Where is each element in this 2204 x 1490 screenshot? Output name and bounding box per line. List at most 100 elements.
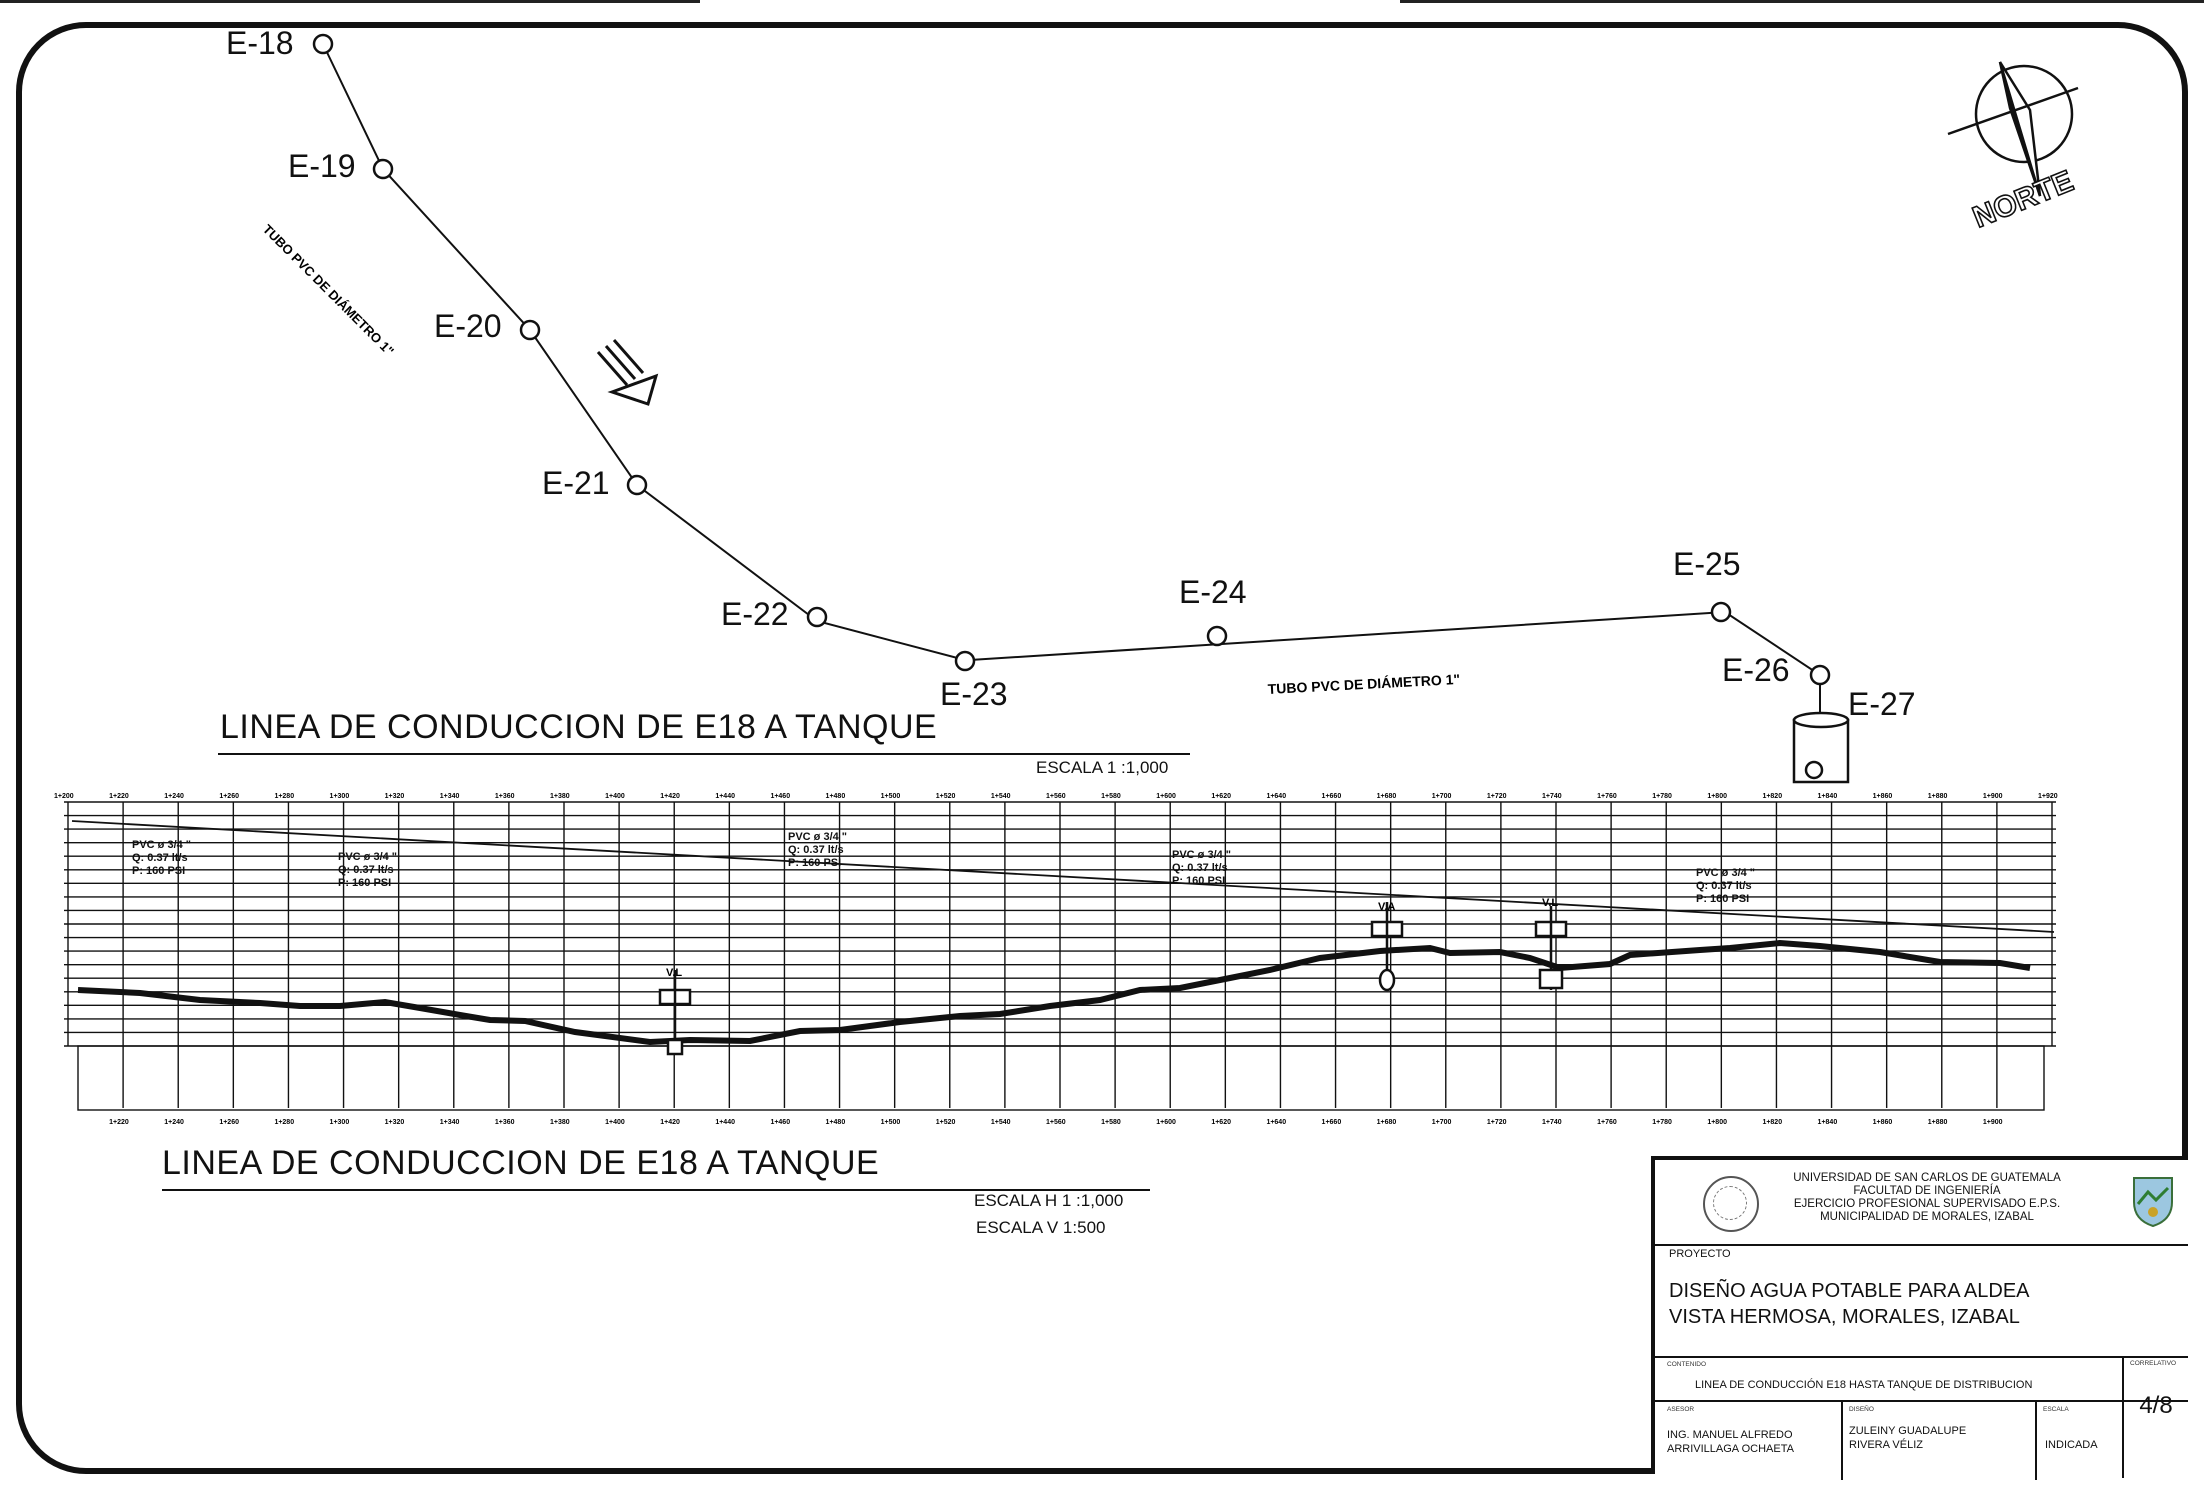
chainage-bottom-label: 1+520 <box>936 1119 956 1126</box>
chainage-top-label: 1+420 <box>660 793 680 800</box>
chainage-bottom-label: 1+300 <box>330 1119 350 1126</box>
pipe-note-diagonal: TUBO PVC DE DIÁMETRO 1" <box>260 222 397 359</box>
flow-arrow-icon <box>596 339 659 406</box>
chainage-bottom-label: 1+560 <box>1046 1119 1066 1126</box>
svg-text:PVC ø 3/4 ": PVC ø 3/4 " <box>1696 867 1755 879</box>
chainage-bottom-label: 1+460 <box>770 1119 790 1126</box>
chainage-top-label: 1+840 <box>1818 793 1838 800</box>
plan-scale: ESCALA 1 :1,000 <box>1036 758 1168 777</box>
chainage-bottom-label: 1+320 <box>385 1119 405 1126</box>
sheet-caption: CORRELATIVO <box>2130 1360 2177 1367</box>
chainage-top-label: 1+480 <box>826 793 846 800</box>
top-border-right <box>1400 0 2204 3</box>
chainage-top-label: 1+680 <box>1377 793 1397 800</box>
chainage-top-label: 1+240 <box>164 793 184 800</box>
drawing-sheet-frame <box>16 22 2188 1474</box>
station-marker-e25 <box>1710 601 1732 623</box>
university-seal-icon <box>1703 1176 1759 1232</box>
chainage-bottom-label: 1+280 <box>274 1119 294 1126</box>
chainage-bottom-label: 1+780 <box>1652 1119 1672 1126</box>
north-label: NORTE <box>1968 165 2078 235</box>
valve-icon-1 <box>658 970 692 1056</box>
chainage-bottom-label: 1+400 <box>605 1119 625 1126</box>
chainage-bottom-label: 1+600 <box>1156 1119 1176 1126</box>
chainage-top-label: 1+620 <box>1211 793 1231 800</box>
content-row: CONTENIDO LINEA DE CONDUCCIÓN E18 HASTA … <box>1655 1356 2188 1402</box>
valve-label-vl-2: V.L <box>1542 897 1558 909</box>
chainage-top-label: 1+360 <box>495 793 515 800</box>
svg-text:Q: 0.37 lt/s: Q: 0.37 lt/s <box>1172 862 1228 874</box>
profile-scale-h: ESCALA H 1 :1,000 <box>974 1191 1123 1210</box>
plan-title: LINEA DE CONDUCCION DE E18 A TANQUE <box>220 708 937 746</box>
chainage-top-label: 1+740 <box>1542 793 1562 800</box>
chainage-top-label: 1+340 <box>440 793 460 800</box>
chainage-top-label: 1+400 <box>605 793 625 800</box>
pipe-note-horizontal: TUBO PVC DE DIÁMETRO 1" <box>1267 671 1460 697</box>
station-marker-e21 <box>626 474 648 496</box>
profile-annotation-4: PVC ø 3/4 " Q: 0.37 lt/s P: 160 PSI <box>1172 849 1231 887</box>
station-marker-e19 <box>372 158 394 180</box>
chainage-top-label: 1+320 <box>385 793 405 800</box>
terrain-profile <box>77 939 2031 1046</box>
profile-annotation-2: PVC ø 3/4 " Q: 0.37 lt/s P: 160 PSI <box>338 851 397 889</box>
station-marker-e26 <box>1809 664 1831 686</box>
chainage-bottom-label: 1+800 <box>1707 1119 1727 1126</box>
station-label-e23: E-23 <box>940 676 1008 712</box>
top-border-left <box>0 0 700 3</box>
valve-icon-2 <box>1370 902 1404 992</box>
chainage-top-label: 1+800 <box>1707 793 1727 800</box>
hydraulic-grade-line <box>71 820 2055 933</box>
chainage-top-label: 1+540 <box>991 793 1011 800</box>
svg-text:Q: 0.37 lt/s: Q: 0.37 lt/s <box>1696 880 1752 892</box>
chainage-top-label: 1+880 <box>1928 793 1948 800</box>
title-block-header: UNIVERSIDAD DE SAN CARLOS DE GUATEMALA F… <box>1655 1160 2188 1246</box>
profile-scale-v: ESCALA V 1:500 <box>976 1218 1105 1237</box>
valve-label-va: V.A <box>1378 901 1395 913</box>
chainage-top-label: 1+700 <box>1432 793 1452 800</box>
chainage-bottom-label: 1+740 <box>1542 1119 1562 1126</box>
institution-text: UNIVERSIDAD DE SAN CARLOS DE GUATEMALA F… <box>1793 1172 2061 1223</box>
chainage-bottom-label: 1+540 <box>991 1119 1011 1126</box>
station-label-e21: E-21 <box>542 465 610 501</box>
svg-text:Q: 0.37 lt/s: Q: 0.37 lt/s <box>132 852 188 864</box>
station-marker-e20 <box>519 319 541 341</box>
svg-text:P: 160 PSI: P: 160 PSI <box>132 865 185 877</box>
svg-text:PVC ø 3/4 ": PVC ø 3/4 " <box>1172 849 1231 861</box>
station-marker-e24 <box>1206 625 1228 647</box>
profile-title: LINEA DE CONDUCCION DE E18 A TANQUE <box>162 1144 879 1182</box>
chainage-bottom-label: 1+860 <box>1873 1119 1893 1126</box>
chainage-bottom-label: 1+900 <box>1983 1119 2003 1126</box>
chainage-bottom-label: 1+340 <box>440 1119 460 1126</box>
chainage-top-label: 1+260 <box>219 793 239 800</box>
sheet-number: 4/8 <box>2139 1392 2173 1419</box>
chainage-bottom-label: 1+660 <box>1322 1119 1342 1126</box>
chainage-bottom-label: 1+880 <box>1928 1119 1948 1126</box>
chainage-top-label: 1+900 <box>1983 793 2003 800</box>
svg-text:P: 160 PSI: P: 160 PSI <box>1696 893 1749 905</box>
chainage-top-label: 1+500 <box>881 793 901 800</box>
chainage-top-label: 1+300 <box>330 793 350 800</box>
profile-annotation-1: PVC ø 3/4 " Q: 0.37 lt/s P: 160 PSI <box>132 839 191 877</box>
profile-annotation-3: PVC ø 3/4 " Q: 0.37 lt/s P: 160 PSI <box>788 831 847 869</box>
chainage-top-label: 1+440 <box>715 793 735 800</box>
chainage-bottom-label: 1+620 <box>1211 1119 1231 1126</box>
chainage-bottom-label: 1+380 <box>550 1119 570 1126</box>
chainage-bottom-label: 1+420 <box>660 1119 680 1126</box>
chainage-bottom-label: 1+700 <box>1432 1119 1452 1126</box>
chainage-bottom-label: 1+820 <box>1762 1119 1782 1126</box>
content-caption: CONTENIDO <box>1667 1361 1706 1368</box>
station-label-e22: E-22 <box>721 596 789 632</box>
svg-text:PVC ø 3/4 ": PVC ø 3/4 " <box>338 851 397 863</box>
north-arrow-icon <box>1947 61 2079 197</box>
svg-text:P: 160 PSI: P: 160 PSI <box>1172 875 1225 887</box>
chainage-top-label: 1+460 <box>770 793 790 800</box>
chainage-bottom-label: 1+240 <box>164 1119 184 1126</box>
chainage-bottom-label: 1+360 <box>495 1119 515 1126</box>
station-marker-e18 <box>312 33 334 55</box>
title-block: UNIVERSIDAD DE SAN CARLOS DE GUATEMALA F… <box>1651 1156 2188 1480</box>
chainage-top-label: 1+640 <box>1266 793 1286 800</box>
svg-text:PVC ø 3/4 ": PVC ø 3/4 " <box>132 839 191 851</box>
chainage-top-label: 1+760 <box>1597 793 1617 800</box>
